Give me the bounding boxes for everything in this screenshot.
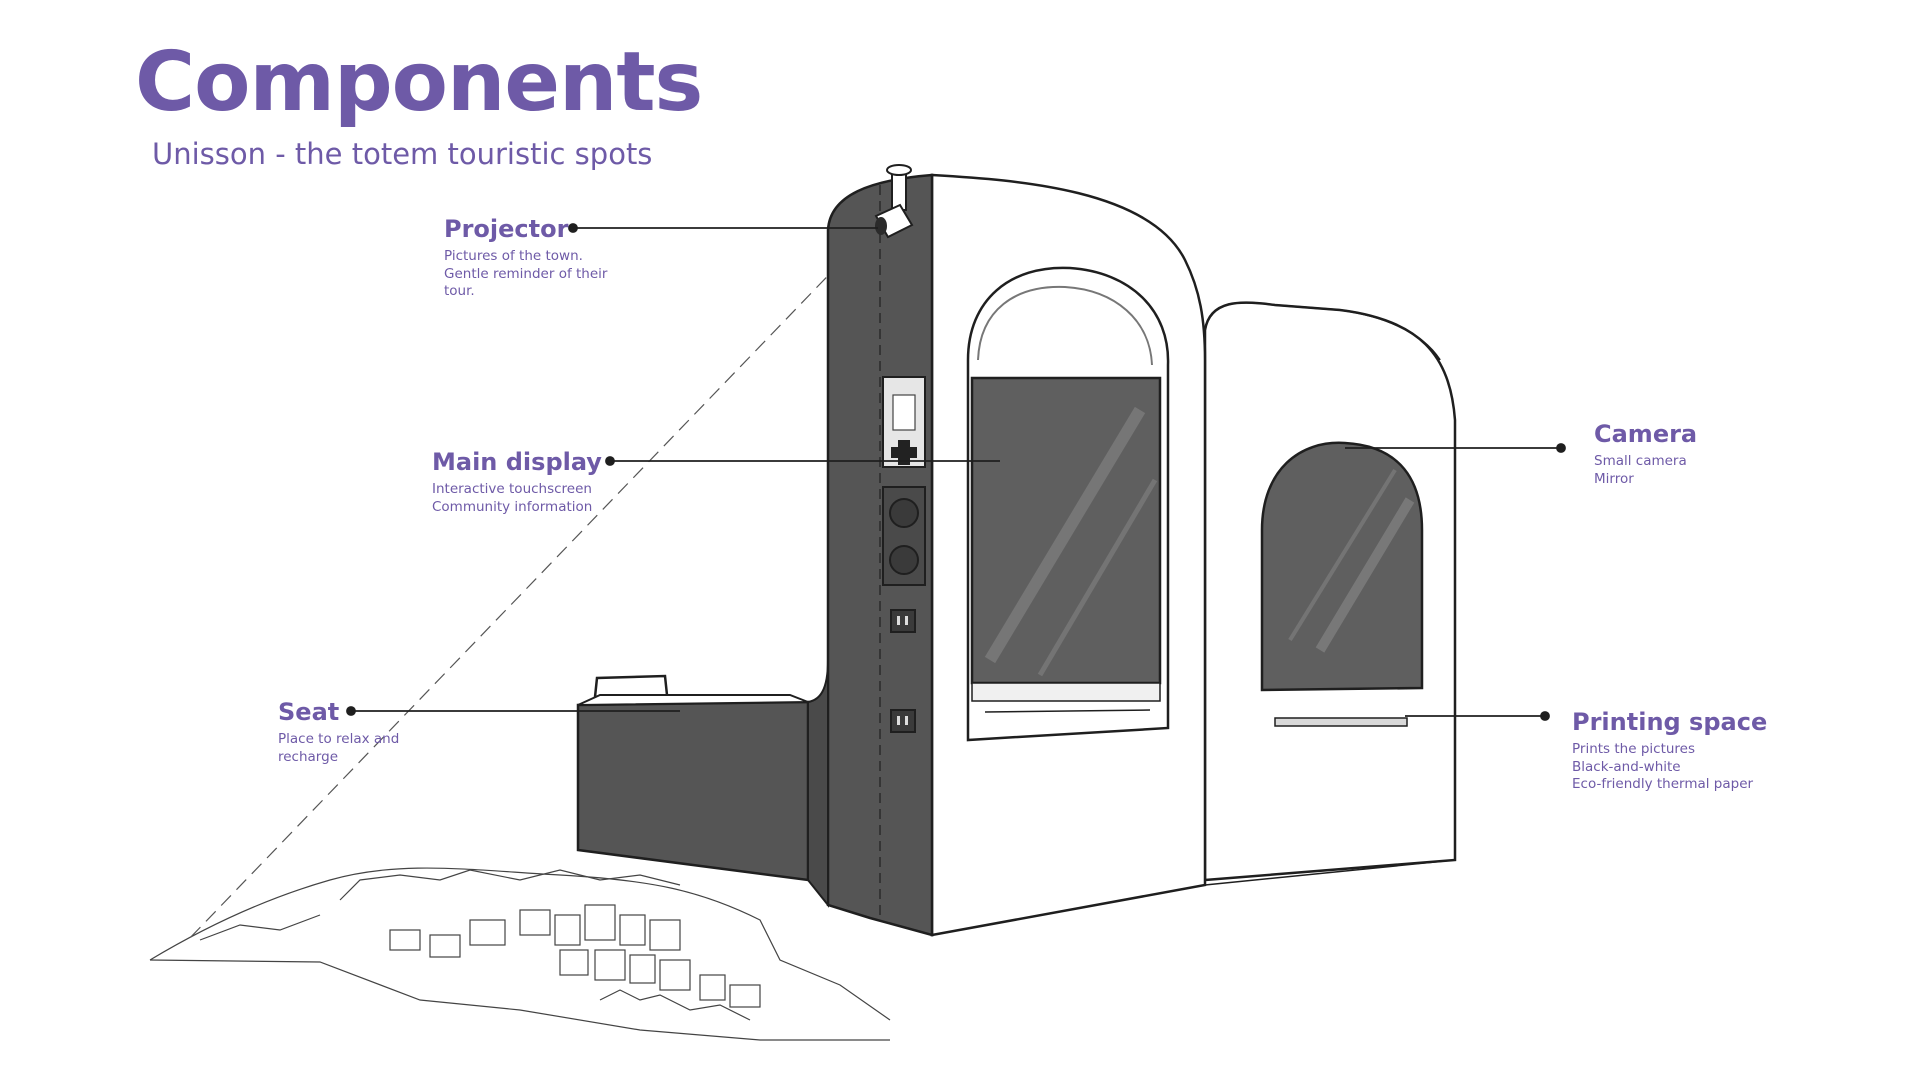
callout-projector: Projector Pictures of the town. Gentle r… [444,216,607,301]
callout-projector-line: tour. [444,283,607,301]
callout-seat-line: recharge [278,749,399,767]
callout-printing-space: Printing space Prints the pictures Black… [1572,709,1767,794]
callout-printing-space-line: Black-and-white [1572,759,1767,777]
callout-camera: Camera Small camera Mirror [1594,421,1697,488]
callout-printing-space-heading: Printing space [1572,709,1767,735]
callout-main-display-line: Community information [432,499,602,517]
callout-camera-heading: Camera [1594,421,1697,447]
callout-projector-line: Pictures of the town. [444,248,607,266]
callout-projector-heading: Projector [444,216,607,242]
callout-printing-space-line: Prints the pictures [1572,741,1767,759]
side-column-and-seat [578,165,932,935]
front-kiosk-module [932,175,1205,935]
callout-main-display-heading: Main display [432,449,602,475]
rear-kiosk-module [1205,303,1455,880]
callout-camera-line: Mirror [1594,471,1697,489]
callout-seat: Seat Place to relax and recharge [278,699,399,766]
callout-seat-heading: Seat [278,699,399,725]
callout-printing-space-line: Eco-friendly thermal paper [1572,776,1767,794]
callout-main-display-line: Interactive touchscreen [432,481,602,499]
town-projection-sketch [150,868,890,1040]
callout-seat-line: Place to relax and [278,731,399,749]
callout-main-display: Main display Interactive touchscreen Com… [432,449,602,516]
callout-camera-line: Small camera [1594,453,1697,471]
callout-projector-line: Gentle reminder of their [444,266,607,284]
